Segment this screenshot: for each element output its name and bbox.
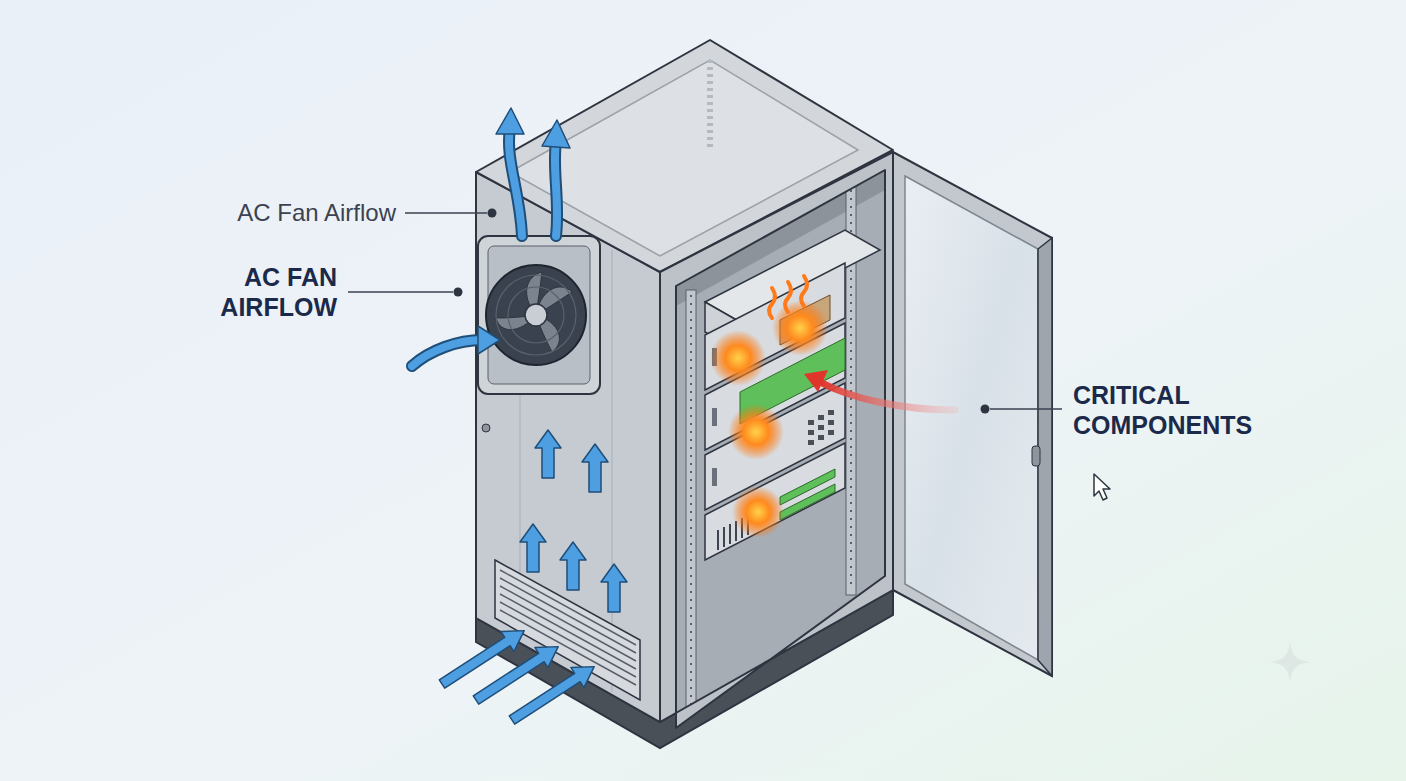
callout-label: AC FAN AIRFLOW [177, 262, 337, 322]
intake-arrow [435, 621, 600, 731]
arrow-head [478, 108, 570, 354]
exhaust-arrow [412, 128, 557, 366]
cabinet-front-frame [660, 152, 893, 728]
equipment-unit [705, 443, 845, 560]
heat-waves [769, 276, 807, 318]
cabinet-door [893, 152, 1052, 676]
callout-label: CRITICAL COMPONENTS [1073, 380, 1293, 440]
screw [482, 424, 490, 432]
mouse-cursor [1094, 474, 1110, 500]
rear-rail [707, 60, 713, 150]
ac-fan [478, 236, 600, 394]
leader-line [348, 209, 1062, 414]
heat-arrow [804, 370, 955, 410]
callout-label: AC Fan Airflow [136, 198, 396, 228]
heat-glow [710, 300, 828, 538]
airflow-arrow [520, 430, 627, 612]
watermark-sparkle [1270, 642, 1310, 682]
